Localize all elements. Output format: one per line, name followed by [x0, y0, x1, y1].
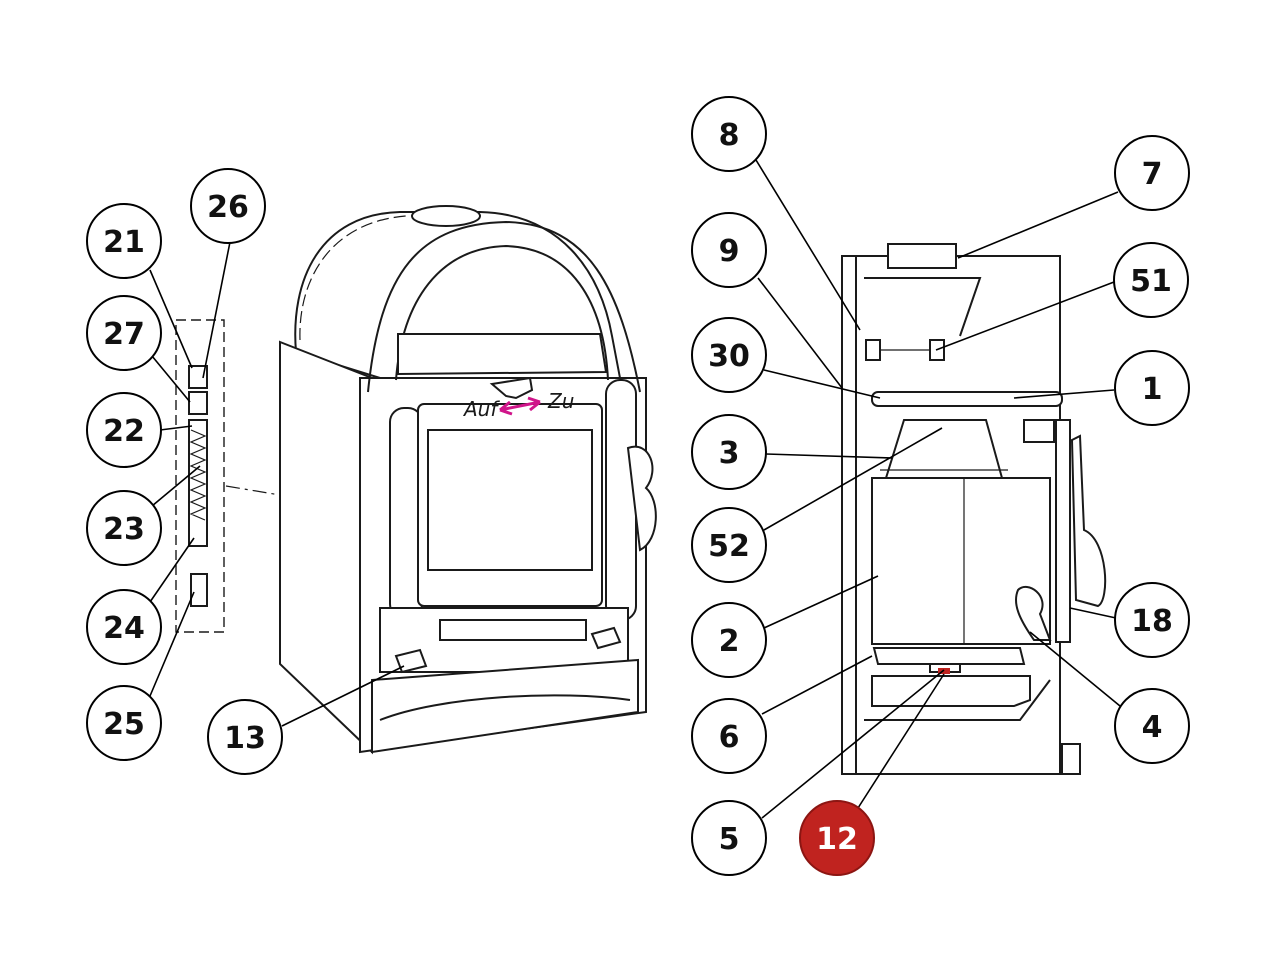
callout-25: 25 [86, 685, 162, 761]
close-label: Zu [547, 389, 574, 413]
callout-6: 6 [691, 698, 767, 774]
callout-label: 23 [103, 512, 145, 547]
leader-lines [149, 159, 1121, 819]
callout-label: 30 [708, 339, 750, 374]
callout-label: 22 [103, 414, 145, 449]
callout-9: 9 [691, 212, 767, 288]
callout-27: 27 [86, 295, 162, 371]
callout-21: 21 [86, 203, 162, 279]
callout-label: 18 [1131, 604, 1173, 639]
callout-51: 51 [1113, 242, 1189, 318]
stove-front-view [279, 205, 657, 755]
callout-52: 52 [691, 507, 767, 583]
stove-cross-section [841, 243, 1107, 775]
callout-label: 6 [719, 720, 740, 755]
callout-label: 8 [719, 118, 740, 153]
callout-label: 5 [719, 822, 740, 857]
callout-label: 27 [103, 317, 145, 352]
callout-5: 5 [691, 800, 767, 876]
callout-label: 3 [719, 436, 740, 471]
callout-7: 7 [1114, 135, 1190, 211]
side-detail-panel [175, 319, 395, 633]
callout-label: 24 [103, 611, 145, 646]
callout-13: 13 [207, 699, 283, 775]
callout-1: 1 [1114, 350, 1190, 426]
callout-label: 26 [207, 190, 249, 225]
callout-label: 7 [1142, 157, 1163, 192]
callout-4: 4 [1114, 688, 1190, 764]
callout-24: 24 [86, 589, 162, 665]
callout-label: 25 [103, 707, 145, 742]
draft-arrow-icon [499, 396, 541, 416]
callout-label: 9 [719, 234, 740, 269]
callout-3: 3 [691, 414, 767, 490]
callout-label: 21 [103, 225, 145, 260]
callout-label: 2 [719, 624, 740, 659]
callout-23: 23 [86, 490, 162, 566]
callout-2: 2 [691, 602, 767, 678]
callout-label: 4 [1142, 710, 1163, 745]
door-draft-control: Auf Zu [462, 389, 574, 421]
callout-8: 8 [691, 96, 767, 172]
callout-30: 30 [691, 317, 767, 393]
callout-26: 26 [190, 168, 266, 244]
callout-label: 52 [708, 529, 750, 564]
callout-18: 18 [1114, 582, 1190, 658]
callout-label: 51 [1130, 264, 1172, 299]
callout-22: 22 [86, 392, 162, 468]
open-label: Auf [462, 397, 500, 421]
callout-label: 12 [816, 822, 858, 857]
callout-label: 1 [1142, 372, 1163, 407]
callout-label: 13 [224, 721, 266, 756]
callout-12-highlighted[interactable]: 12 [799, 800, 875, 876]
